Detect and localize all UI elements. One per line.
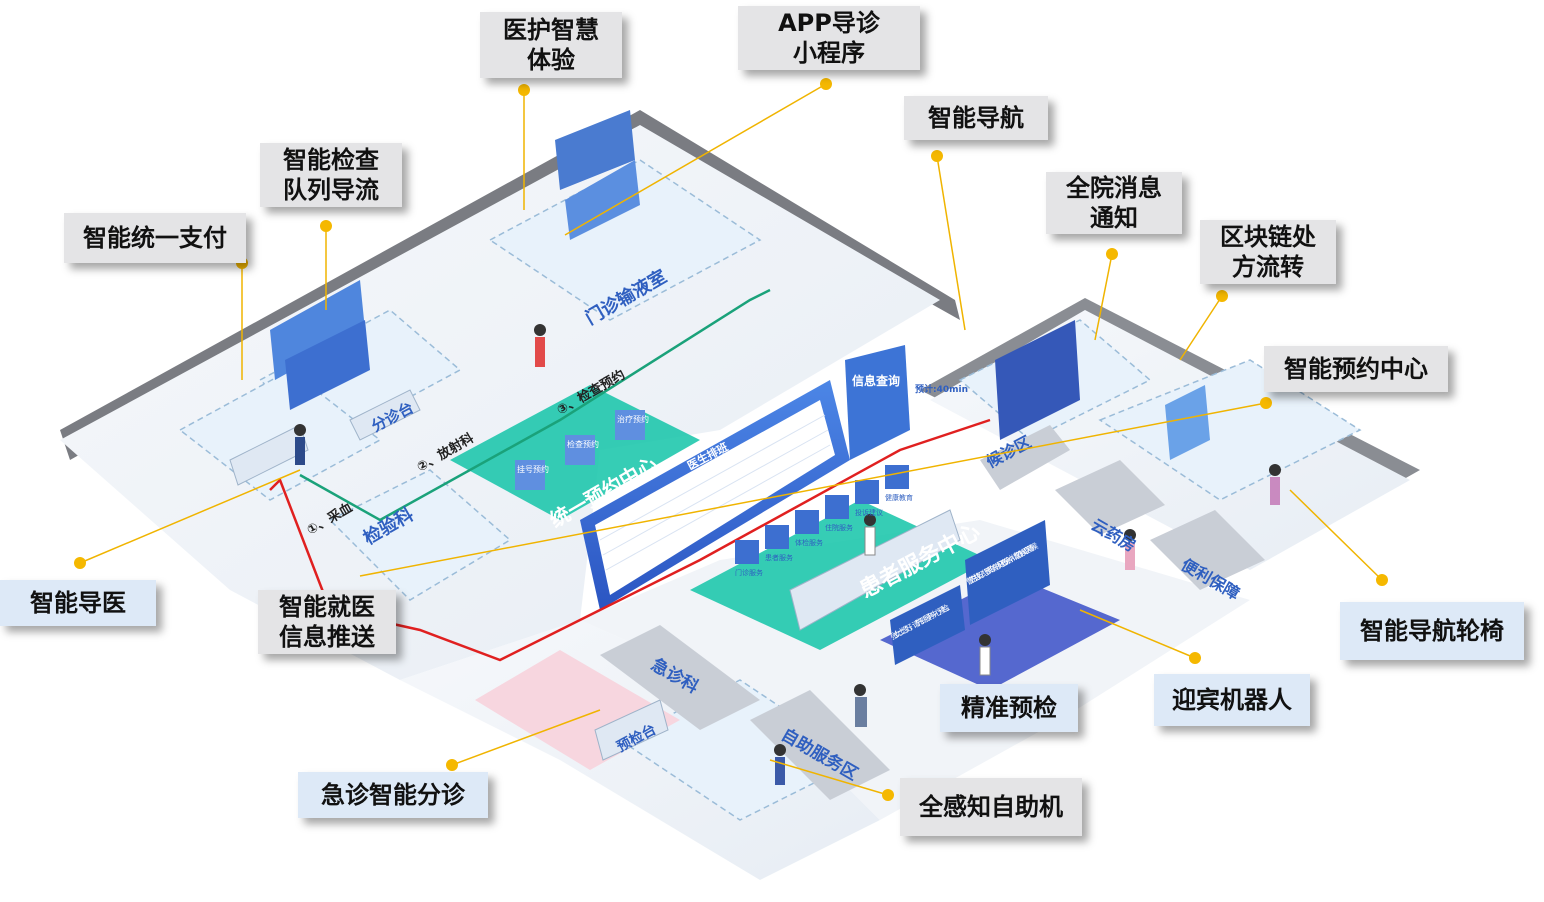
leader-dot (820, 78, 832, 90)
service-icon-label: 患者服务 (765, 553, 793, 562)
callout-nav-wheelchair: 智能导航轮椅 (1340, 602, 1524, 660)
kiosk-label: 挂号预约 (517, 464, 549, 474)
leader-lines (79, 83, 1383, 796)
zone-slabs (600, 425, 1265, 800)
callout-emergency-triage: 急诊智能分诊 (298, 772, 488, 818)
callout-precise-precheck: 精准预检 (940, 684, 1078, 732)
kiosk-label: 治疗预约 (617, 414, 649, 424)
label-info-query: 信息查询 (852, 373, 900, 388)
leader-dot (446, 759, 458, 771)
callout-smart-nav: 智能导航 (904, 96, 1048, 140)
leader-dot (931, 150, 943, 162)
wall-screens (270, 110, 1210, 460)
leader-dot (1106, 248, 1118, 260)
callout-blockchain: 区块链处 方流转 (1200, 220, 1336, 284)
info-query-kiosk (845, 345, 910, 460)
leader-dot (1216, 290, 1228, 302)
callout-info-push: 智能就医 信息推送 (258, 590, 396, 654)
kiosk-label: 检查预约 (567, 439, 599, 449)
callout-unified-payment: 智能统一支付 (64, 213, 246, 263)
callout-hospital-notify: 全院消息 通知 (1046, 172, 1182, 234)
leader-dot (1189, 652, 1201, 664)
service-icon-label: 健康教育 (885, 493, 913, 502)
callout-welcome-robot: 迎宾机器人 (1154, 674, 1310, 726)
counters (229, 389, 961, 761)
service-icon-label: 投诉建议 (855, 508, 883, 517)
callout-medical-experience: 医护智慧 体验 (480, 12, 622, 78)
service-icon-label: 体检服务 (795, 538, 823, 547)
leader-dot (1260, 397, 1272, 409)
leader-dot (882, 789, 894, 801)
route-red (269, 418, 991, 662)
callout-self-service-kiosk: 全感知自助机 (900, 778, 1082, 836)
robot-zone (880, 575, 1120, 690)
leader-dot (1376, 574, 1388, 586)
route-green (299, 288, 771, 522)
callout-smart-exam-queue: 智能检查 队列导流 (260, 143, 402, 207)
service-icon-label: 门诊服务 (735, 568, 763, 577)
callout-smart-guide-doctor: 智能导医 (0, 580, 156, 626)
callout-app-guide: APP导诊 小程序 (738, 6, 920, 70)
leader-dot (74, 557, 86, 569)
people (294, 324, 1281, 785)
label-estimate: 预计:40min (915, 383, 968, 395)
doctor-schedule-board (580, 380, 850, 610)
leader-dot (518, 84, 530, 96)
callout-booking-center: 智能预约中心 (1264, 346, 1448, 392)
service-icon-label: 住院服务 (825, 523, 853, 532)
leader-dot (320, 220, 332, 232)
